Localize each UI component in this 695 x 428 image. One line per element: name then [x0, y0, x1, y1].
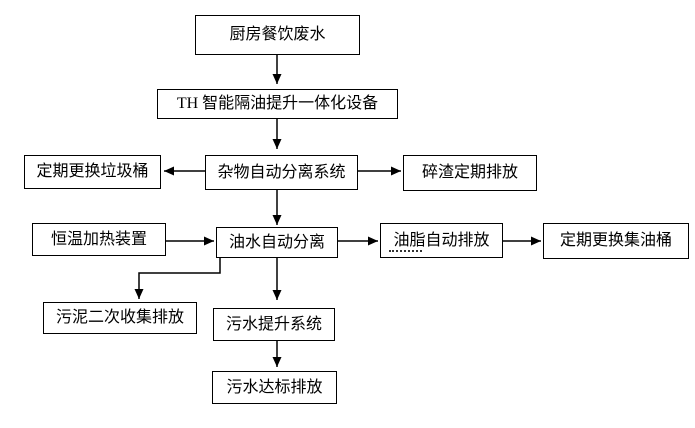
node-label: 污水提升系统 [225, 315, 322, 333]
node-kitchen-wastewater: 厨房餐饮废水 [195, 15, 360, 55]
node-replace-oil-collection-barrel: 定期更换集油桶 [543, 223, 689, 259]
node-label: TH 智能隔油提升一体化设备 [176, 95, 379, 112]
node-label: 污水达标排放 [226, 378, 323, 396]
node-grease-auto-discharge: 油脂自动排放 [380, 223, 503, 258]
node-debris-auto-separation: 杂物自动分离系统 [205, 155, 358, 190]
arrow-oil-water-to-sludge-discharge [134, 258, 221, 299]
node-replace-trash-bin: 定期更换垃圾桶 [24, 155, 161, 189]
node-sewage-standard-discharge: 污水达标排放 [212, 371, 337, 404]
node-label: 杂物自动分离系统 [217, 163, 346, 181]
node-oil-water-auto-separation: 油水自动分离 [216, 227, 338, 258]
node-label: 定期更换垃圾桶 [36, 163, 149, 180]
node-sludge-secondary-collection-discharge: 污泥二次收集排放 [43, 302, 197, 334]
node-label: 恒温加热装置 [50, 230, 147, 248]
node-label: 油脂自动排放 [393, 231, 490, 249]
node-label: 厨房餐饮废水 [229, 26, 326, 43]
node-label: 碎渣定期排放 [421, 164, 518, 181]
node-th-integrated-unit: TH 智能隔油提升一体化设备 [157, 89, 398, 119]
node-sewage-lifting-system: 污水提升系统 [213, 308, 335, 341]
node-label: 污泥二次收集排放 [55, 309, 184, 326]
node-label: 定期更换集油桶 [559, 232, 672, 249]
node-debris-periodic-discharge: 碎渣定期排放 [403, 155, 537, 191]
node-constant-temp-heater: 恒温加热装置 [32, 223, 166, 256]
dotted-underline-mark [389, 247, 422, 252]
node-label: 油水自动分离 [228, 233, 325, 251]
